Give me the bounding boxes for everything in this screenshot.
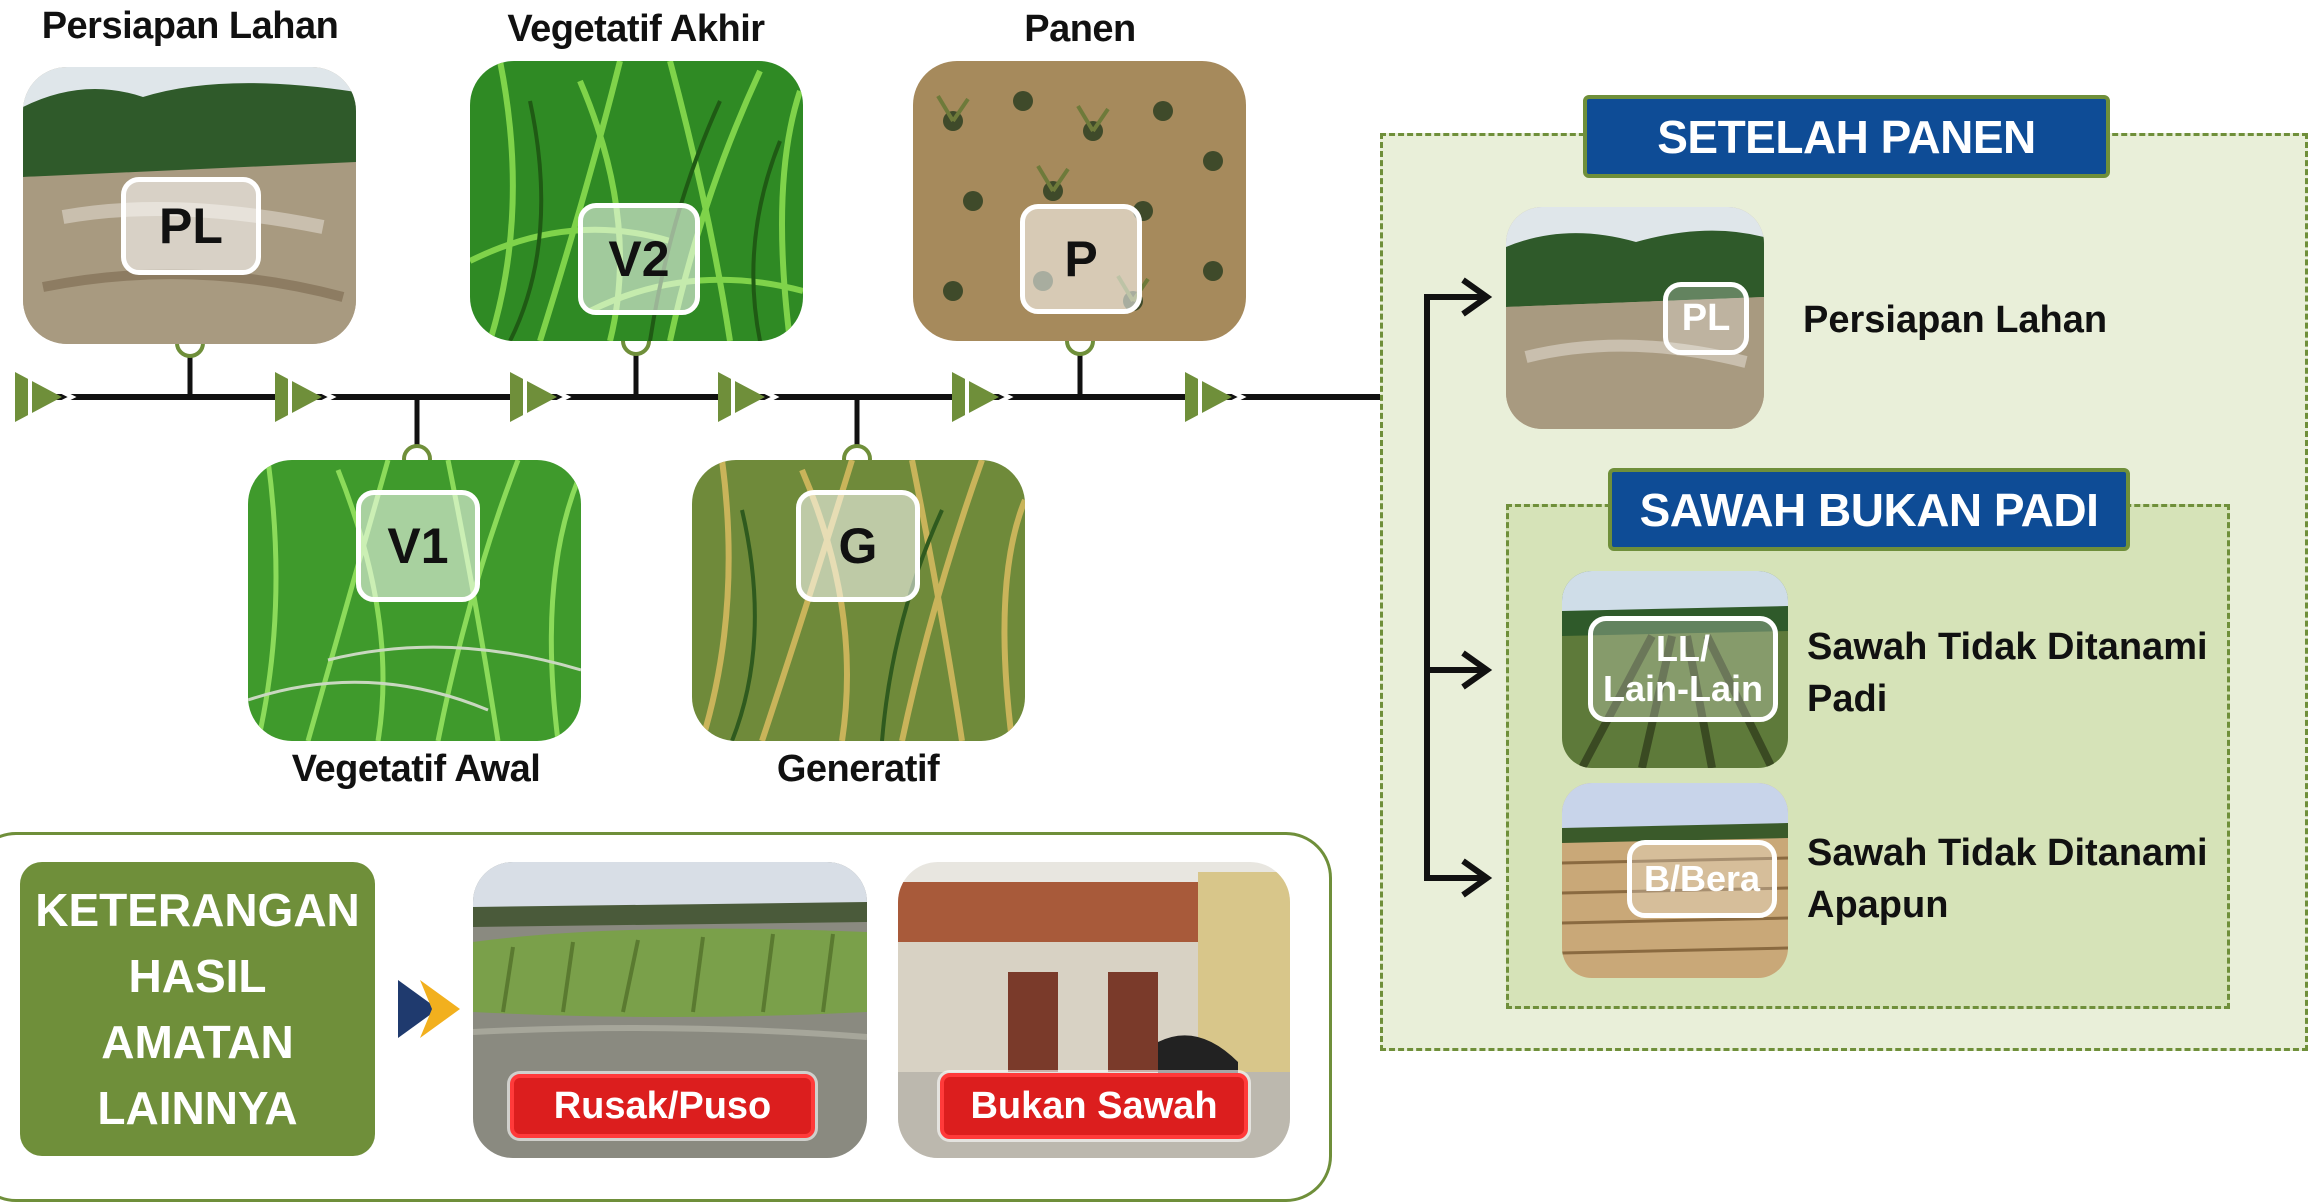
timeline-arrow [510,372,557,422]
stage-code-g: G [796,490,920,602]
other-notes-title-line3: AMATAN [101,1016,294,1068]
stage-label-p: Panen [1024,8,1136,50]
generative-photo: G [692,460,1025,741]
stage-label-v2: Vegetatif Akhir [507,8,765,50]
timeline-arrow [275,372,322,422]
stage-code-pl: PL [121,177,261,275]
timeline-arrow [1185,372,1232,422]
house-photo: Bukan Sawah [898,862,1290,1158]
other-crop-code: LL/ Lain-Lain [1588,616,1778,722]
harvest-photo: P [913,61,1246,341]
after-harvest-photo: PL [1506,207,1764,429]
other-crop-label: Sawah Tidak Ditanami Padi [1807,621,2208,725]
other-crop-label-line2: Padi [1807,678,1888,720]
timeline-arrows [15,372,1247,422]
fallow-field-label-line1: Sawah Tidak Ditanami [1807,832,2208,874]
status-tag-bukan-sawah: Bukan Sawah [940,1073,1248,1139]
other-crop-label-line1: Sawah Tidak Ditanami [1807,626,2208,668]
fallow-field-label: Sawah Tidak Ditanami Apapun [1807,827,2208,931]
after-harvest-title: SETELAH PANEN [1583,95,2110,178]
timeline-arrow [952,372,999,422]
non-rice-title: SAWAH BUKAN PADI [1608,468,2130,551]
stage-code-v2: V2 [578,203,700,315]
fallow-field-code: B/Bera [1627,840,1777,918]
other-notes-title-line4: LAINNYA [97,1082,298,1134]
stage-label-g: Generatif [776,748,940,790]
stage-code-v1: V1 [356,490,480,602]
other-crop-photo: LL/ Lain-Lain [1562,571,1788,768]
timeline-arrow [15,372,62,422]
field-preparation-photo: PL [23,67,356,344]
early-vegetative-photo: V1 [248,460,581,741]
fallow-field-label-line2: Apapun [1807,884,1949,926]
other-notes-title-line2: HASIL [128,950,267,1002]
stage-code-p: P [1020,204,1142,314]
timeline-arrow [718,372,765,422]
flooded-field-photo: Rusak/Puso [473,862,867,1158]
late-vegetative-photo: V2 [470,61,803,341]
stage-label-v1: Vegetatif Awal [291,748,541,790]
other-notes-title: KETERANGAN HASIL AMATAN LAINNYA [20,862,375,1156]
other-crop-code-line2: Lain-Lain [1603,668,1763,709]
pointer-arrow-icon [398,980,460,1038]
after-harvest-label: Persiapan Lahan [1803,299,2108,341]
other-notes-title-line1: KETERANGAN [35,884,360,936]
other-crop-code-line1: LL/ [1656,628,1710,669]
fallow-field-photo: B/Bera [1562,783,1788,978]
stage-label-pl: Persiapan Lahan [41,5,339,47]
status-tag-rusak: Rusak/Puso [510,1074,815,1138]
after-harvest-code: PL [1663,282,1749,355]
